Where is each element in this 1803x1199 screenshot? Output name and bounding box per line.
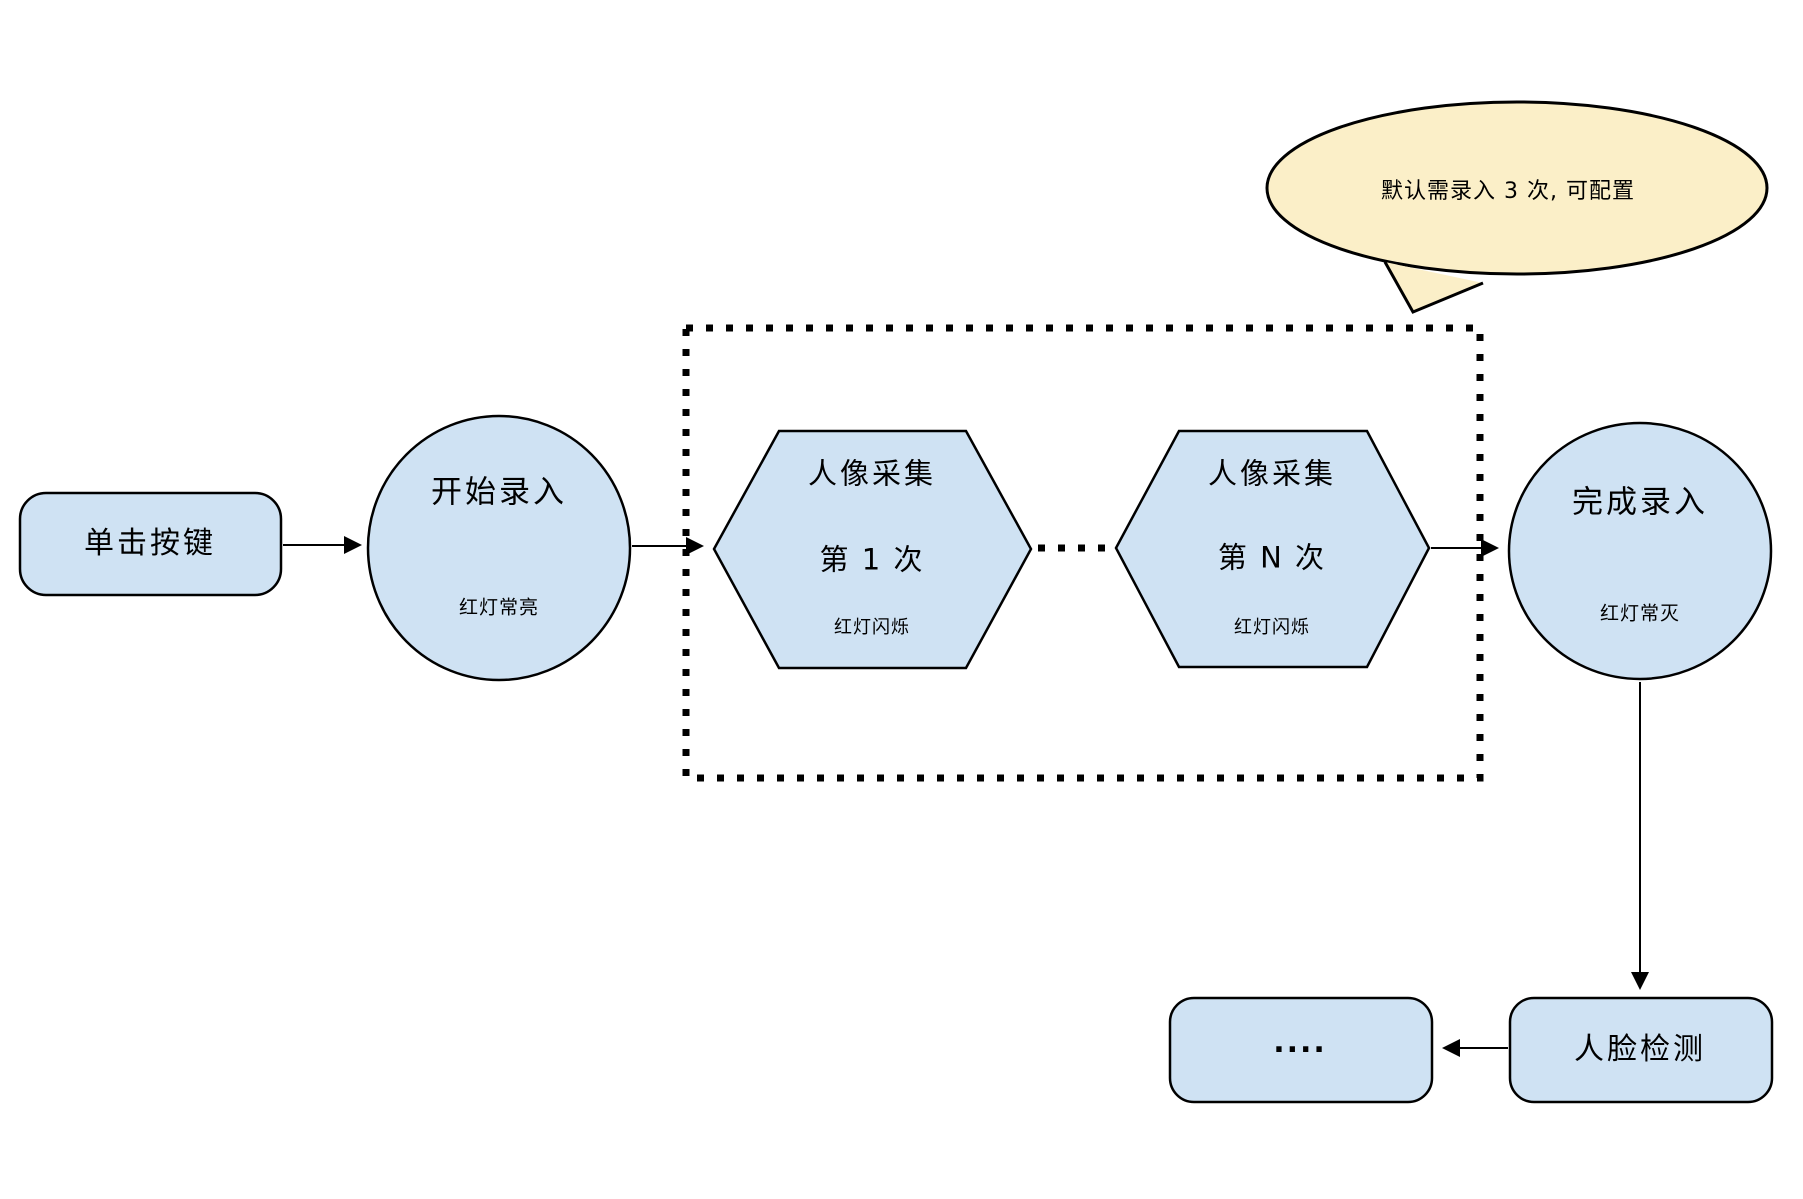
capture-nth-title: 人像采集 — [1207, 456, 1337, 491]
capture-nth-count: 第 N 次 — [1217, 540, 1327, 575]
capture-first-count: 第 1 次 — [819, 542, 925, 577]
face-detect-label: 人脸检测 — [1574, 1032, 1706, 1067]
finish-record-subtitle: 红灯常灭 — [1599, 602, 1681, 625]
capture-nth-hexagon — [1114, 429, 1431, 669]
continuation-label: .... — [1273, 1025, 1327, 1060]
start-record-circle — [366, 414, 632, 682]
finish-record-title: 完成录入 — [1572, 484, 1708, 521]
capture-first-title: 人像采集 — [807, 456, 937, 491]
click-button-node — [18, 491, 283, 597]
callout-text: 默认需录入 3 次, 可配置 — [1381, 178, 1635, 204]
start-record-title: 开始录入 — [431, 474, 567, 511]
click-button-label: 单击按键 — [84, 526, 216, 561]
capture-first-hexagon — [712, 429, 1033, 670]
capture-nth-subtitle: 红灯闪烁 — [1234, 617, 1310, 639]
callout-bubble-tail — [1383, 261, 1484, 314]
face-detect-node — [1508, 996, 1774, 1104]
capture-first-subtitle: 红灯闪烁 — [834, 617, 910, 639]
finish-record-circle — [1507, 421, 1773, 681]
callout-bubble — [1265, 100, 1769, 276]
continuation-node — [1168, 996, 1434, 1104]
start-record-subtitle: 红灯常亮 — [458, 596, 540, 619]
